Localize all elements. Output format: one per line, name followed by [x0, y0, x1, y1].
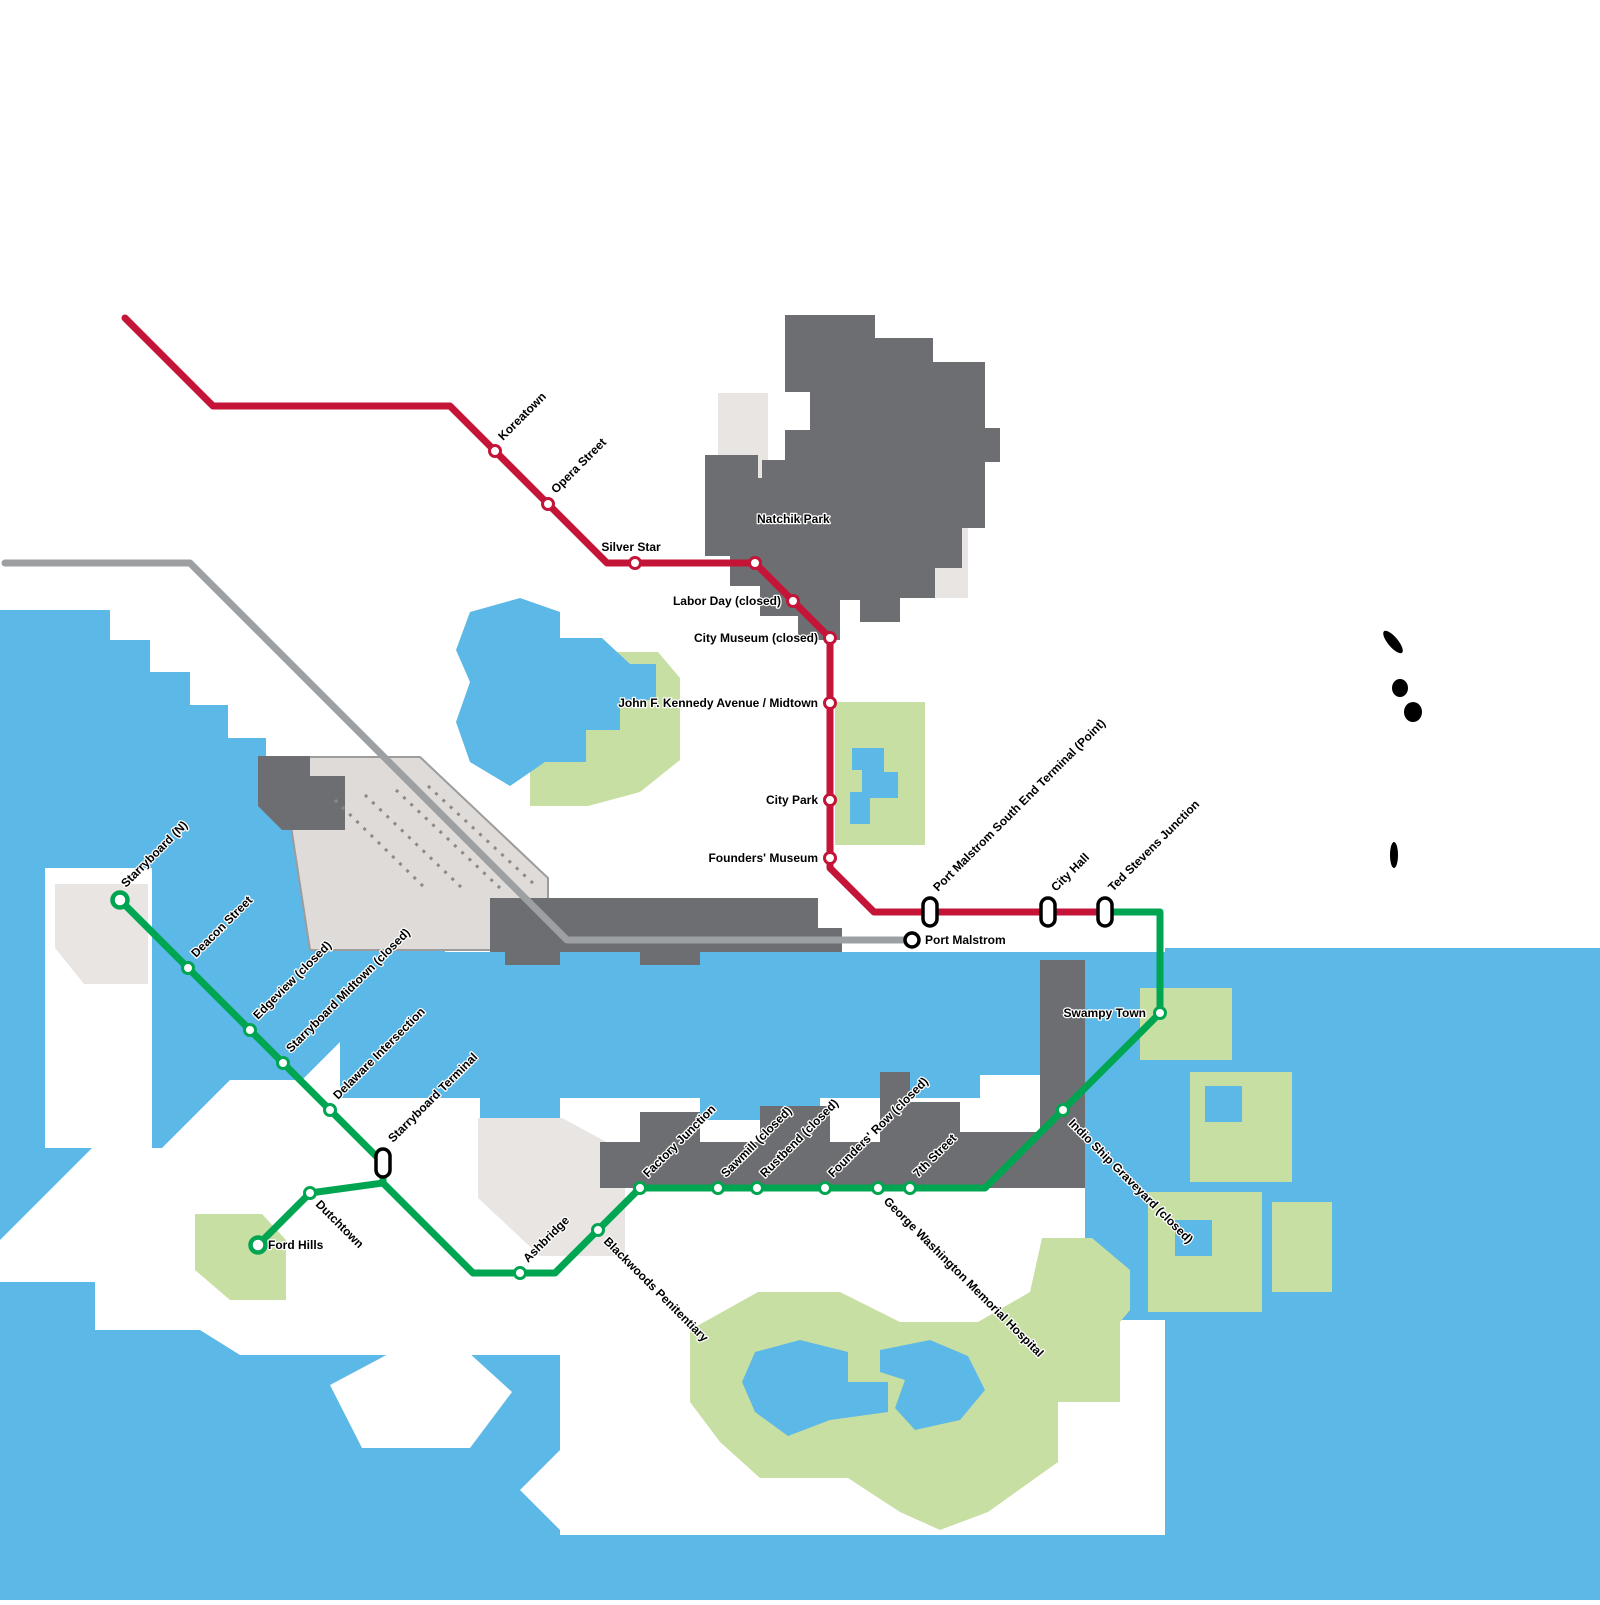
station-founders-row-closed: [818, 1181, 832, 1195]
label-city-park: City Park: [766, 793, 818, 807]
dock-stripe-2: [363, 793, 464, 890]
rock-islet-3: [1404, 702, 1422, 722]
station-7th-street: [903, 1181, 917, 1195]
label-founders-museum: Founders' Museum: [708, 851, 818, 865]
label-city-hall: City Hall: [1048, 850, 1092, 894]
station-delaware-intersection: [323, 1103, 337, 1117]
channel-isle-mid: [1205, 1086, 1242, 1122]
dock-stripe-3: [394, 788, 502, 890]
dock-stripe-4: [426, 784, 538, 888]
district-dark-natchik: [705, 455, 840, 640]
station-edgeview-closed: [243, 1023, 257, 1037]
district-dark-west-dock: [258, 756, 345, 830]
station-blackwoods-penitentiary: [591, 1223, 605, 1237]
station-silver-star: [628, 556, 642, 570]
label-koreatown: Koreatown: [495, 389, 549, 443]
station-opera-street: [541, 497, 555, 511]
station-port-malstrom: [903, 931, 921, 949]
lake-south-island-west: [742, 1340, 888, 1436]
lake-south-island-east: [880, 1340, 985, 1430]
station-deacon-street: [181, 961, 195, 975]
island-bottom-left: [330, 1352, 512, 1448]
rock-islet-1: [1383, 630, 1403, 654]
rock-islet-2: [1392, 679, 1408, 697]
label-silver-star: Silver Star: [601, 540, 661, 554]
lake-north: [456, 598, 656, 786]
label-natchik-park: Natchik Park: [757, 512, 830, 526]
channel-isle-south: [1175, 1220, 1212, 1256]
label-port-malstrom: Port Malstrom: [925, 933, 1006, 947]
station-swampy-town: [1153, 1006, 1167, 1020]
line-harbor-gray: [1, 559, 916, 944]
dock-stripe-1: [333, 798, 427, 890]
district-light-ashbridge: [478, 1118, 625, 1256]
label-opera-street: Opera Street: [548, 435, 609, 496]
label-ted-stevens-junction: Ted Stevens Junction: [1105, 797, 1202, 894]
label-ford-hills: Ford Hills: [268, 1238, 324, 1252]
water-bottom: [430, 1535, 1600, 1600]
station-rustbend-closed: [750, 1181, 764, 1195]
station-john-f-kennedy-avenue-midtown: [823, 696, 837, 710]
station-sawmill-closed: [711, 1181, 725, 1195]
station-city-hall: [1039, 896, 1057, 928]
label-swampy-town: Swampy Town: [1064, 1006, 1146, 1020]
station-city-museum-closed: [823, 631, 837, 645]
station-port-malstrom-south-end-terminal-point: [921, 896, 939, 928]
label-labor-day-closed: Labor Day (closed): [673, 594, 781, 608]
station-george-washington-memorial-hospital: [871, 1181, 885, 1195]
station-ford-hills: [248, 1235, 268, 1255]
station-starryboard-midtown-closed: [276, 1056, 290, 1070]
station-starryboard-n: [110, 890, 130, 910]
label-john-f-kennedy-avenue-midtown: John F. Kennedy Avenue / Midtown: [618, 696, 818, 710]
district-dark-north-shore: [490, 898, 842, 965]
pond-city-park: [850, 748, 898, 824]
station-labor-day-closed: [786, 594, 800, 608]
label-blackwoods-penitentiary: Blackwoods Penitentiary: [601, 1234, 712, 1345]
label-city-museum-closed: City Museum (closed): [694, 631, 818, 645]
water-harbor: [340, 952, 1165, 1120]
station-founders-museum: [823, 851, 837, 865]
station-city-park: [823, 793, 837, 807]
station-koreatown: [488, 444, 502, 458]
station-ashbridge: [513, 1266, 527, 1280]
district-dark-south-shore: [600, 960, 1085, 1188]
station-dutchtown: [303, 1186, 317, 1200]
park-isle-east: [1272, 1202, 1332, 1292]
rock-islet-4: [1390, 842, 1398, 868]
station-indio-ship-graveyard-closed: [1056, 1103, 1070, 1117]
station-starryboard-terminal: [374, 1147, 392, 1179]
station-ted-stevens-junction: [1096, 896, 1114, 928]
station-natchik-park: [748, 556, 762, 570]
station-factory-junction: [633, 1181, 647, 1195]
